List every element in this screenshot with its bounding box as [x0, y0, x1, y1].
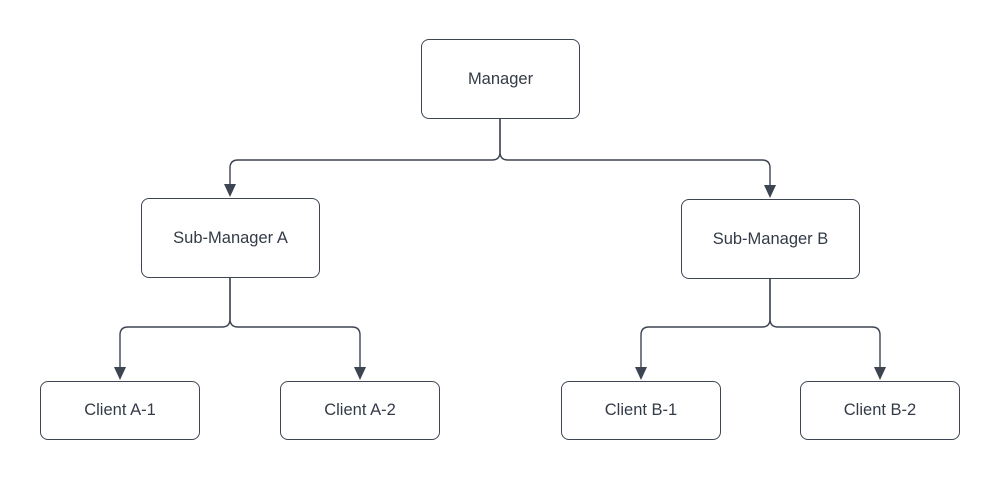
node-client-a1: Client A-1 — [40, 381, 200, 440]
node-client-b1: Client B-1 — [561, 381, 721, 440]
node-sub-manager-a-label: Sub-Manager A — [173, 228, 288, 247]
node-sub-manager-b: Sub-Manager B — [681, 199, 860, 279]
node-sub-manager-a: Sub-Manager A — [141, 198, 320, 278]
node-client-a2-label: Client A-2 — [324, 401, 396, 420]
edge-sub-b-client-b1 — [635, 279, 771, 380]
node-client-a2: Client A-2 — [280, 381, 440, 440]
node-manager-label: Manager — [467, 69, 534, 88]
node-client-b2-label: Client B-2 — [843, 401, 917, 420]
node-manager: Manager — [421, 39, 580, 119]
edge-sub-a-client-a2 — [229, 278, 366, 380]
edge-manager-sub-a — [224, 119, 501, 197]
edge-sub-b-client-b2 — [769, 279, 886, 380]
node-client-b2: Client B-2 — [800, 381, 960, 440]
node-client-b1-label: Client B-1 — [604, 401, 678, 420]
edge-manager-sub-b — [499, 119, 776, 198]
node-client-a1-label: Client A-1 — [84, 401, 156, 420]
edge-sub-a-client-a1 — [114, 278, 231, 380]
node-sub-manager-b-label: Sub-Manager B — [712, 229, 829, 248]
